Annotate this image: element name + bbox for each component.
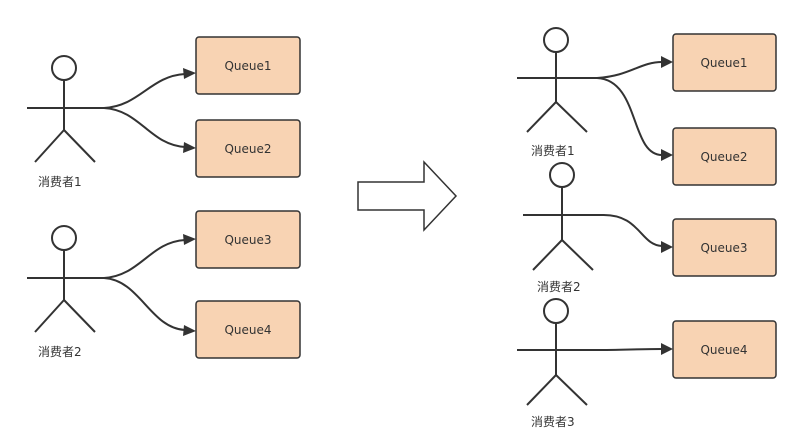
right-edge-1-queue1: [596, 61, 663, 79]
left-queue-2-box: [195, 119, 301, 178]
left-queue-4: Queue4: [195, 300, 301, 359]
transition-arrow: [357, 160, 458, 232]
right-edge-1-queue2: [596, 77, 663, 156]
left-edge-2-queue3: [103, 239, 186, 279]
left-queue-4-box: [195, 300, 301, 359]
right-actor-2: 消费者2: [523, 162, 602, 294]
left-actor-1-leg-left: [34, 129, 65, 163]
left-actor-1-leg-right: [63, 129, 96, 163]
left-queue-4-label: Queue4: [224, 323, 271, 337]
left-actor-2-head: [51, 225, 77, 251]
left-actor-1-label: 消费者1: [38, 175, 82, 189]
right-queue-3-label: Queue3: [700, 241, 747, 255]
right-queue-4-box: [672, 320, 777, 379]
right-queue-4: Queue4: [672, 320, 777, 379]
left-actor-2-leg-left: [34, 299, 65, 333]
left-actor-1: 消费者1: [27, 55, 104, 189]
left-actor-2-leg-right: [63, 299, 96, 333]
left-edge-1-queue1-arrowhead: [183, 68, 196, 79]
right-queue-2-label: Queue2: [700, 150, 747, 164]
right-edge-2-queue3: [601, 213, 663, 247]
left-queue-2: Queue2: [195, 119, 301, 178]
right-edge-1-queue2-arrowhead: [661, 149, 673, 161]
left-queue-2-label: Queue2: [224, 142, 271, 156]
right-actor-2-head: [549, 162, 575, 188]
left-queue-1-label: Queue1: [224, 59, 271, 73]
right-actor-3-leg-left: [526, 374, 557, 406]
right-actor-1-leg-left: [526, 101, 557, 133]
left-edge-2-queue4: [103, 277, 186, 331]
right-actor-3-leg-right: [555, 374, 588, 406]
right-queue-1-box: [672, 33, 777, 92]
left-queue-1: Queue1: [195, 36, 301, 95]
right-actor-2-leg-right: [561, 239, 594, 271]
left-actor-2-label: 消费者2: [38, 345, 82, 359]
left-edge-1-queue2: [103, 107, 186, 148]
left-edge-2-queue3-arrowhead: [183, 234, 196, 245]
right-actor-3-label: 消费者3: [531, 415, 575, 429]
right-queue-2-box: [672, 127, 777, 186]
right-edge-2-queue3-arrowhead: [661, 241, 673, 253]
right-queue-2: Queue2: [672, 127, 777, 186]
left-actor-1-head: [51, 55, 77, 81]
right-queue-1: Queue1: [672, 33, 777, 92]
left-queue-3-box: [195, 210, 301, 269]
left-edge-2-queue4-arrowhead: [183, 325, 196, 336]
right-actor-1: 消费者1: [517, 27, 597, 158]
right-queue-3-box: [672, 218, 777, 277]
right-actor-1-label: 消费者1: [531, 144, 575, 158]
right-actor-2-leg-left: [532, 239, 563, 271]
left-edge-1-queue1: [103, 73, 186, 109]
left-queue-1-box: [195, 36, 301, 95]
right-actor-2-label: 消费者2: [537, 280, 581, 294]
right-edge-3-queue4: [595, 348, 663, 351]
right-queue-1-label: Queue1: [700, 56, 747, 70]
left-queue-3: Queue3: [195, 210, 301, 269]
right-queue-4-label: Queue4: [700, 343, 747, 357]
left-queue-3-label: Queue3: [224, 233, 271, 247]
right-queue-3: Queue3: [672, 218, 777, 277]
right-edge-3-queue4-arrowhead: [661, 343, 673, 355]
right-actor-3-head: [543, 298, 569, 324]
left-actor-2: 消费者2: [27, 225, 104, 359]
right-actor-3: 消费者3: [517, 298, 596, 429]
left-edge-1-queue2-arrowhead: [183, 142, 196, 153]
right-actor-1-leg-right: [555, 101, 588, 133]
right-actor-1-head: [543, 27, 569, 53]
right-edge-1-queue1-arrowhead: [661, 56, 673, 68]
